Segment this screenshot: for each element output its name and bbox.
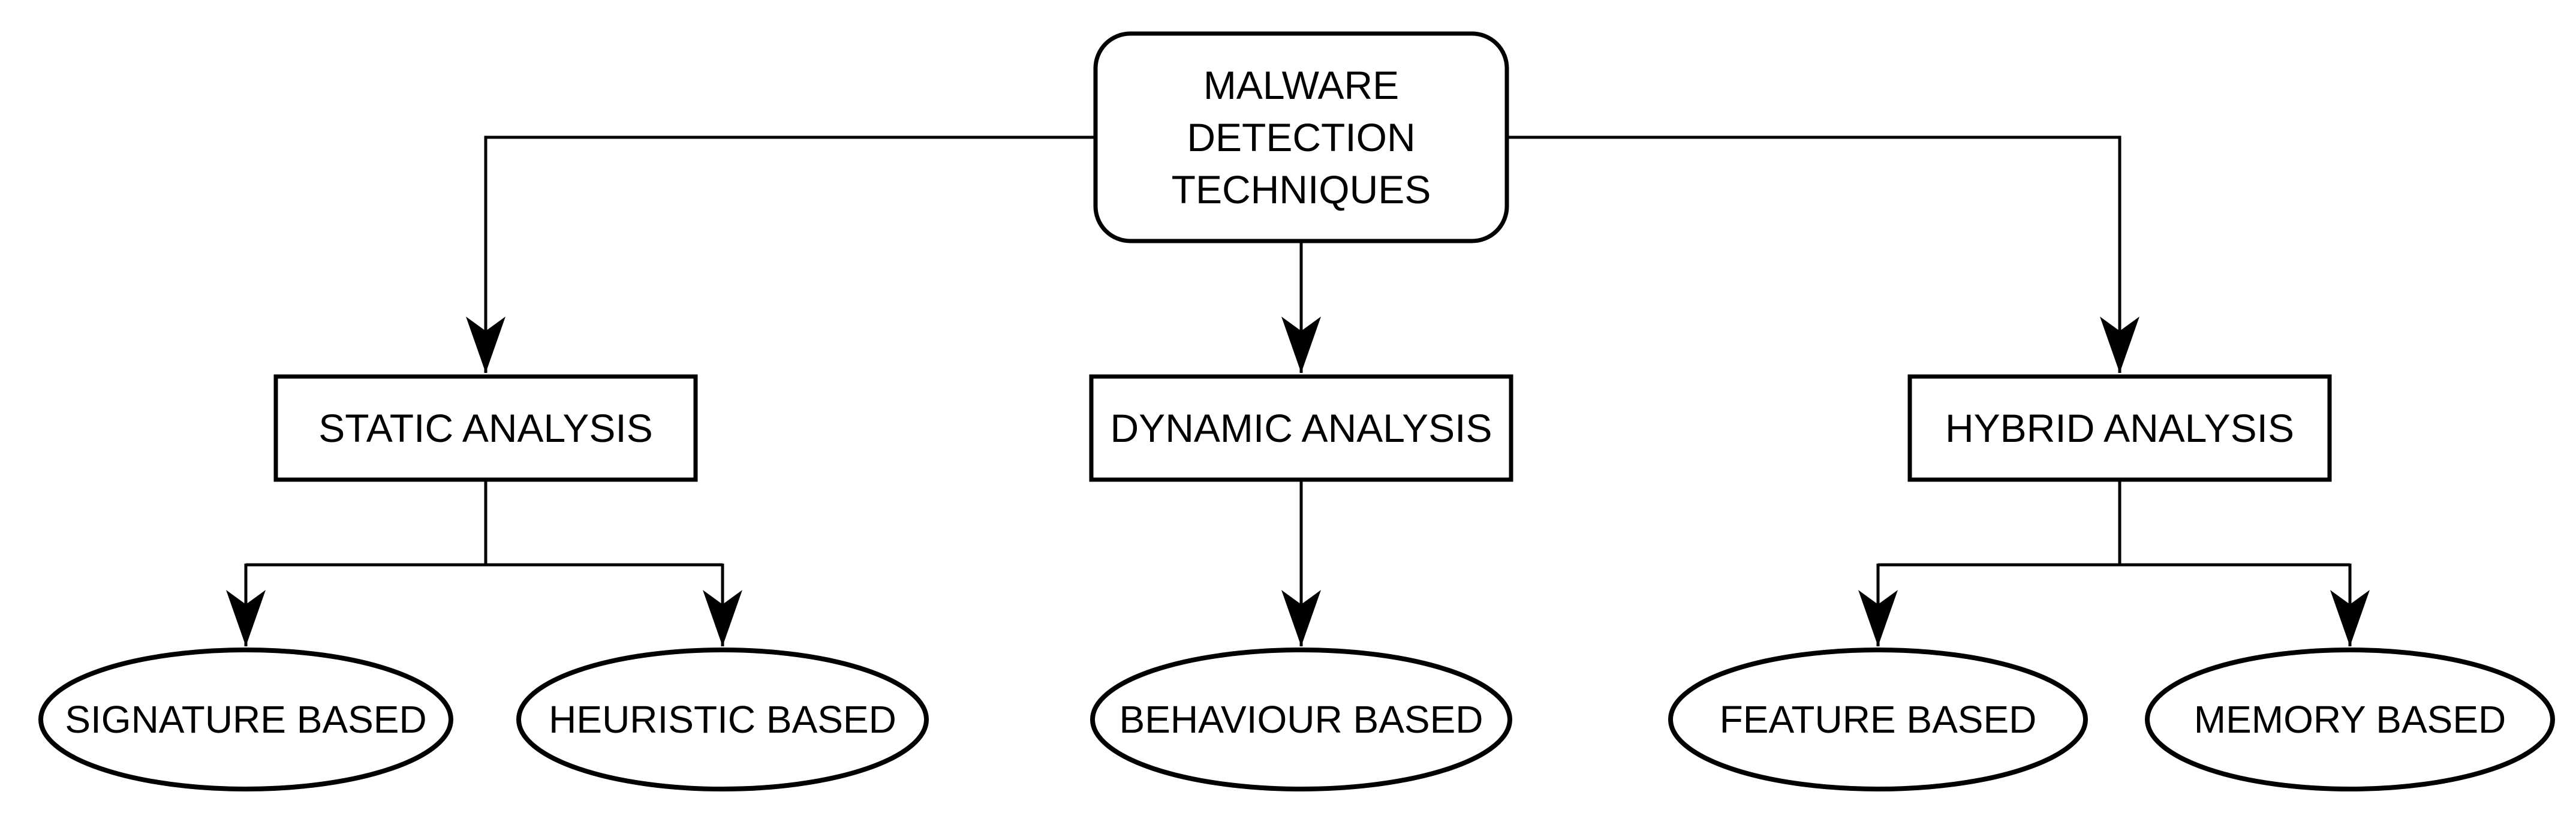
signature-based-shape xyxy=(38,648,453,791)
root-node-label-line3: TECHNIQUES xyxy=(1172,167,1431,212)
node-malware-detection-techniques: MALWARE DETECTION TECHNIQUES xyxy=(1093,31,1509,243)
root-node-shape xyxy=(1093,31,1509,243)
edge-root-to-hybrid xyxy=(1507,136,2139,373)
heuristic-based-shape xyxy=(516,648,929,791)
signature-based-label: SIGNATURE BASED xyxy=(65,698,426,741)
memory-based-label: MEMORY BASED xyxy=(2194,698,2506,741)
static-analysis-label: STATIC ANALYSIS xyxy=(318,406,653,450)
node-memory-based: MEMORY BASED xyxy=(2145,648,2555,791)
edge-root-to-static xyxy=(466,136,1096,373)
node-signature-based: SIGNATURE BASED xyxy=(38,648,453,791)
root-node-label-line1: MALWARE xyxy=(1203,63,1399,107)
node-hybrid-analysis: HYBRID ANALYSIS xyxy=(1907,374,2332,482)
node-static-analysis: STATIC ANALYSIS xyxy=(273,374,698,482)
feature-based-label: FEATURE BASED xyxy=(1720,698,2037,741)
feature-based-shape xyxy=(1668,648,2088,791)
memory-based-shape xyxy=(2145,648,2555,791)
hybrid-analysis-shape xyxy=(1907,374,2332,482)
node-dynamic-analysis: DYNAMIC ANALYSIS xyxy=(1089,374,1513,482)
behaviour-based-label: BEHAVIOUR BASED xyxy=(1120,698,1483,741)
static-analysis-shape xyxy=(273,374,698,482)
edges xyxy=(226,136,2370,646)
behaviour-based-shape xyxy=(1090,648,1512,791)
dynamic-analysis-label: DYNAMIC ANALYSIS xyxy=(1111,406,1492,450)
root-node-label-line2: DETECTION xyxy=(1187,115,1415,159)
heuristic-based-label: HEURISTIC BASED xyxy=(549,698,896,741)
node-feature-based: FEATURE BASED xyxy=(1668,648,2088,791)
node-heuristic-based: HEURISTIC BASED xyxy=(516,648,929,791)
node-behaviour-based: BEHAVIOUR BASED xyxy=(1090,648,1512,791)
dynamic-analysis-shape xyxy=(1089,374,1513,482)
hybrid-analysis-label: HYBRID ANALYSIS xyxy=(1945,406,2294,450)
